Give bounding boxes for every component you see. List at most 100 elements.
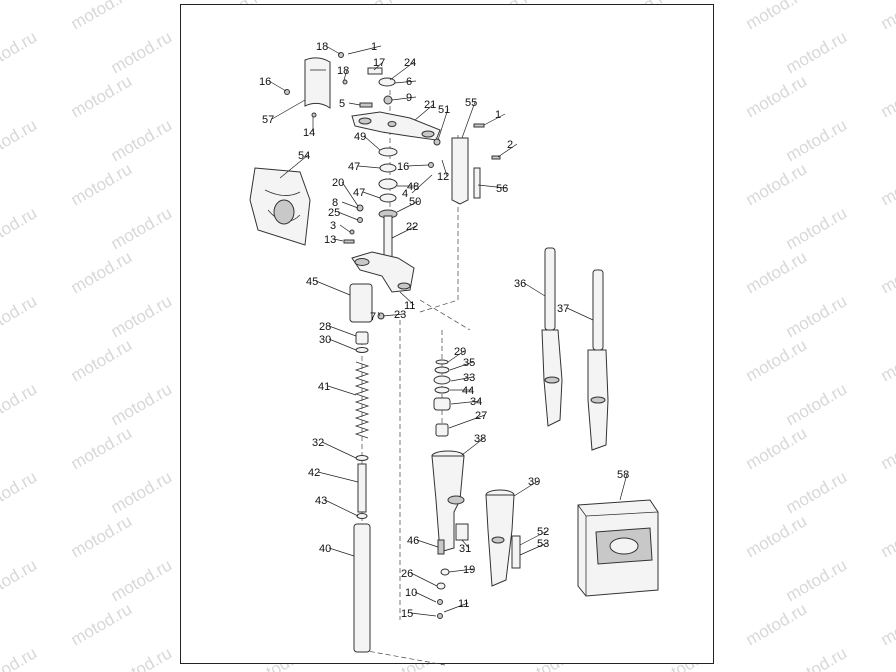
fork-shroud [249, 167, 311, 246]
part-callout-number: 15 [401, 608, 413, 620]
leader-line [448, 568, 474, 573]
bracket-31 [455, 523, 469, 541]
washer-25 [357, 217, 363, 223]
leader-line [461, 539, 470, 549]
part-callout-number: 6 [406, 76, 412, 88]
part-callout-number: 18 [337, 65, 349, 77]
part-callout-number: 52 [537, 526, 549, 538]
leader-line [343, 69, 348, 81]
leader-line [519, 530, 548, 546]
part-callout-number: 37 [557, 303, 569, 315]
leader-line [333, 238, 344, 242]
part-callout-number: 51 [438, 104, 450, 116]
leader-line [321, 441, 357, 459]
slider-tube-45 [349, 283, 373, 323]
leader-line [399, 291, 415, 306]
leader-line [396, 200, 420, 213]
ring-43 [356, 513, 368, 519]
fork-oil-box-58 [577, 499, 659, 597]
leader-line [410, 572, 438, 587]
leader-line [348, 102, 361, 106]
part-callout-number: 16 [397, 161, 409, 173]
part-callout-number: 50 [409, 196, 421, 208]
bearing-47b [379, 193, 397, 203]
part-callout-number: 2 [507, 139, 513, 151]
bearing-49 [378, 147, 398, 157]
washer-30 [355, 347, 369, 353]
part-callout-number: 55 [465, 97, 477, 109]
part-callout-number: 24 [404, 57, 416, 69]
part-callout-number: 13 [324, 234, 336, 246]
leader-line [447, 350, 465, 363]
fork-leg-36 [541, 247, 563, 427]
leader-line [363, 135, 381, 151]
seal-33 [433, 375, 451, 385]
fork-tube-40 [353, 523, 371, 653]
leader-line [339, 224, 351, 233]
part-callout-number: 7 [370, 311, 376, 323]
part-callout-number: 12 [437, 171, 449, 183]
leader-line [437, 108, 449, 141]
leader-line [450, 376, 474, 382]
bracket-55 [451, 137, 469, 205]
leader-line [410, 612, 437, 617]
part-callout-number: 42 [308, 467, 320, 479]
part-callout-number: 33 [463, 372, 475, 384]
part-callout-number: 40 [319, 543, 331, 555]
part-callout-number: 19 [463, 564, 475, 576]
part-callout-number: 14 [303, 127, 315, 139]
leader-line [317, 471, 359, 483]
leader-line [448, 414, 486, 429]
bearing-47a [379, 163, 397, 173]
part-callout-number: 43 [315, 495, 327, 507]
part-callout-number: 30 [319, 334, 331, 346]
leader-line [449, 361, 474, 371]
part-callout-number: 1 [495, 109, 501, 121]
part-callout-number: 57 [262, 114, 274, 126]
washer-6 [378, 77, 396, 87]
bracket-52 [511, 535, 521, 569]
leader-line [341, 181, 359, 207]
leader-line [391, 225, 417, 239]
bearing-48 [378, 178, 398, 190]
leader-line [416, 539, 439, 548]
leader-line [450, 400, 481, 405]
leader-line [414, 103, 435, 121]
part-callout-number: 20 [332, 177, 344, 189]
damper-rod-42 [357, 463, 367, 513]
part-callout-number: 23 [394, 309, 406, 321]
part-callout-number: 35 [463, 357, 475, 369]
part-callout-number: 27 [475, 410, 487, 422]
ring-32 [355, 455, 369, 461]
part-callout-number: 3 [330, 220, 336, 232]
callout-labels: 1123456789101111121314151616171818192021… [259, 41, 629, 620]
screw-15 [437, 613, 443, 619]
leader-line [523, 282, 546, 297]
leader-line [268, 80, 287, 92]
callout-leaders [268, 45, 628, 617]
leader-line [337, 211, 359, 221]
bolt-46 [437, 539, 445, 555]
part-callout-number: 29 [454, 346, 466, 358]
part-callout-number: 21 [424, 99, 436, 111]
part-callout-number: 41 [318, 381, 330, 393]
leader-line [566, 307, 594, 321]
bolt-5 [359, 102, 373, 108]
screw-10 [437, 599, 443, 605]
leader-line [271, 99, 306, 120]
part-callout-number: 48 [407, 181, 419, 193]
plate-17 [367, 67, 383, 75]
screw-18b [342, 79, 348, 85]
lower-slider-39 [485, 489, 515, 587]
leader-line [328, 547, 355, 557]
screw-14 [311, 112, 317, 118]
fork-leg-37 [587, 269, 609, 451]
leader-line [394, 80, 417, 84]
leader-line [315, 280, 351, 296]
part-callout-number: 11 [458, 598, 469, 610]
leader-line [325, 45, 341, 55]
bushing-27 [435, 423, 449, 437]
part-callout-number: 39 [528, 476, 540, 488]
bolt-8 [356, 204, 364, 212]
part-callout-number: 9 [406, 92, 412, 104]
